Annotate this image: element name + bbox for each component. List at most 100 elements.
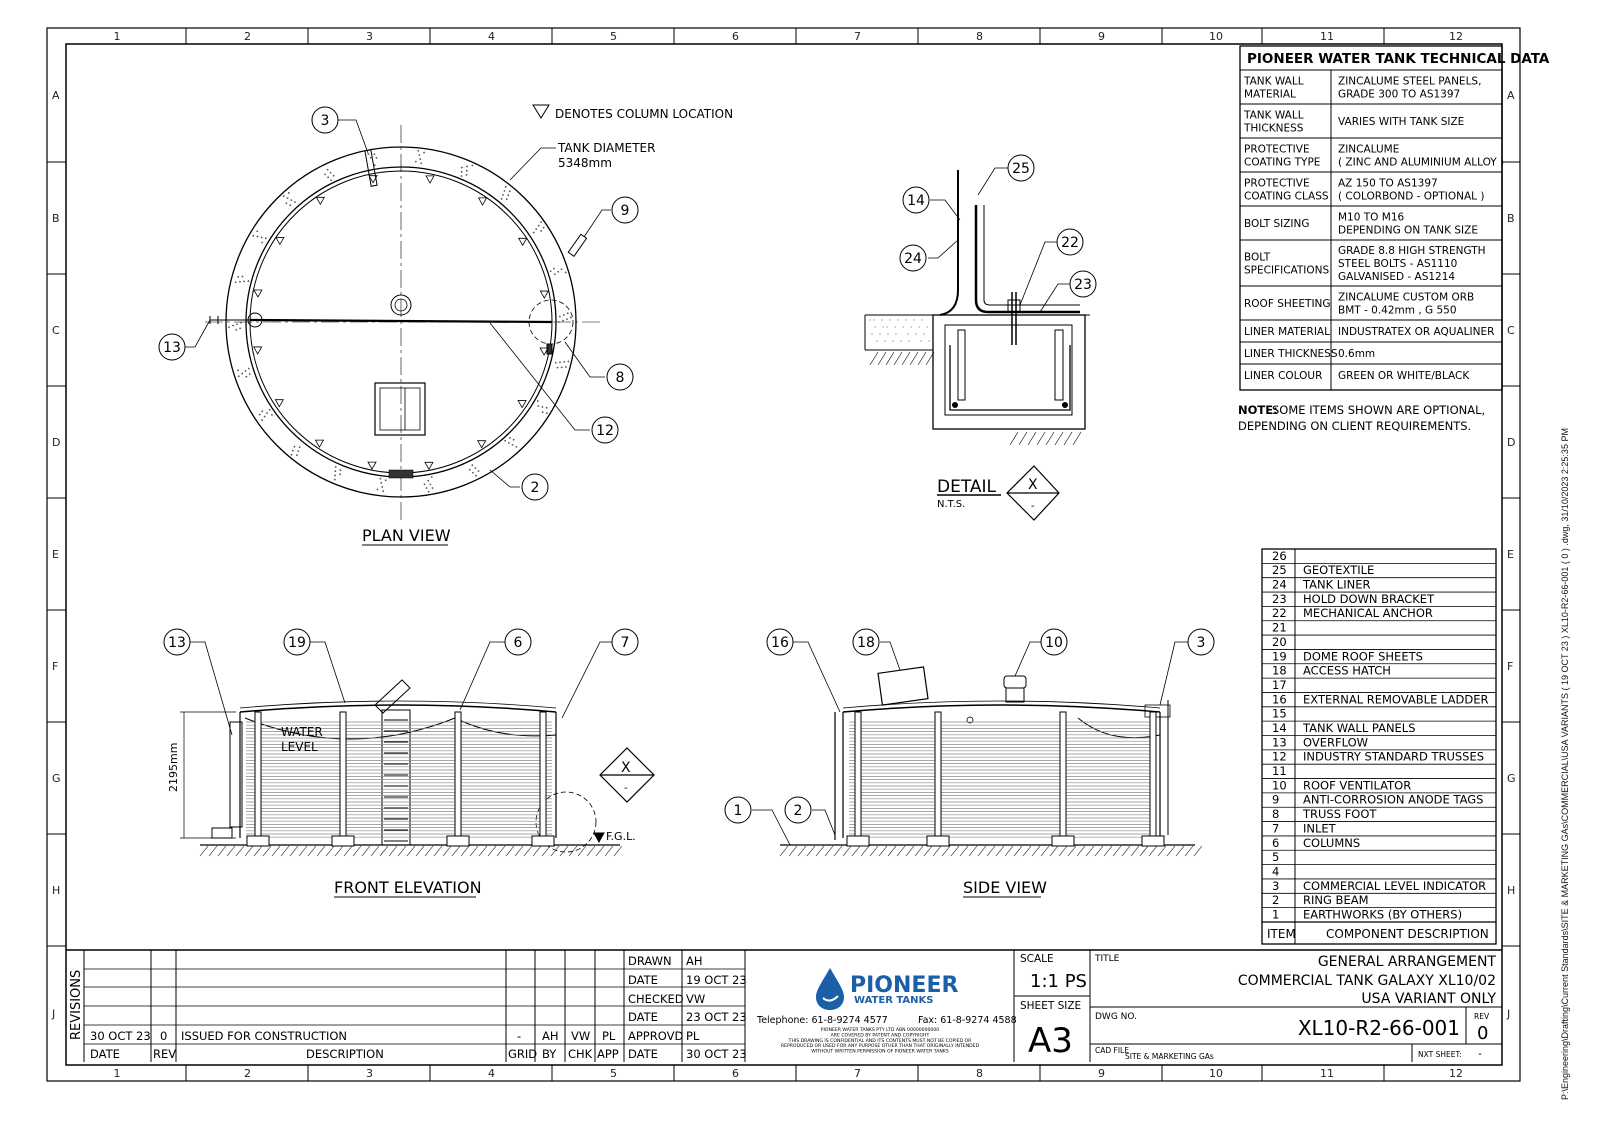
tech-key: TANK WALL <box>1243 110 1304 122</box>
front-detail-mark-letter: X <box>621 760 631 776</box>
company-phone: Telephone: 61-8-9274 4577 <box>756 1015 888 1026</box>
grid-col-label-bottom: 3 <box>366 1067 373 1080</box>
sheet-size-value: A3 <box>1028 1021 1073 1061</box>
revision-row-lines <box>84 968 745 1045</box>
tech-key: TANK WALL <box>1243 76 1304 88</box>
tech-value: 0.6mm <box>1338 348 1375 360</box>
grid-col-label-top: 6 <box>732 30 739 43</box>
grid-row-label-right: C <box>1507 324 1515 337</box>
tech-key: LINER MATERIAL <box>1244 326 1330 338</box>
tech-table-frame <box>1239 45 1503 391</box>
callout-circle <box>311 106 339 134</box>
logo-drop-icon <box>816 968 844 1010</box>
grid-col-label-top: 1 <box>114 30 121 43</box>
tech-value: VARIES WITH TANK SIZE <box>1338 116 1464 128</box>
fine-print-line: ARE COVERED BY PATENT AND COPYRIGHT <box>831 1032 930 1038</box>
component-item-number: 18 <box>1272 664 1287 678</box>
column-legend-triangle <box>532 104 550 119</box>
component-item-number: 3 <box>1272 879 1279 893</box>
company-fine-print: PIONEER WATER TANKS PTY LTD ABN 00000000… <box>781 1027 980 1055</box>
component-description: RING BEAM <box>1303 893 1369 907</box>
grid-col-label-bottom: 12 <box>1449 1067 1463 1080</box>
tech-value: ZINCALUME STEEL PANELS, <box>1338 76 1481 88</box>
callout-circle <box>158 333 186 361</box>
grid-col-label-top: 2 <box>244 30 251 43</box>
tech-value: ( COLORBOND - OPTIONAL ) <box>1338 191 1484 203</box>
fine-print-line: REPRODUCED OR USED FOR ANY PURPOSE OTHER… <box>781 1043 980 1049</box>
rev-head-chk: CHK <box>568 1047 593 1061</box>
grid-row-label-left: D <box>52 436 60 449</box>
grid-col-label-bottom: 8 <box>976 1067 983 1080</box>
callout-number: 22 <box>1061 235 1079 251</box>
front-detail-marker <box>599 747 655 803</box>
side-wall-corrugation <box>849 721 1156 838</box>
detail-title: DETAIL <box>937 477 997 497</box>
component-item-number: 24 <box>1272 578 1287 592</box>
component-item-number: 10 <box>1272 778 1287 792</box>
grid-col-label-bottom: 5 <box>610 1067 617 1080</box>
component-item-number: 19 <box>1272 649 1287 663</box>
callout-circle <box>784 796 812 824</box>
callout-circle <box>766 628 794 656</box>
callout-number: 19 <box>288 635 306 651</box>
tech-key: ROOF SHEETING <box>1244 298 1331 310</box>
tech-note-line-2: DEPENDING ON CLIENT REQUIREMENTS. <box>1238 419 1471 433</box>
callout-number: 9 <box>621 203 630 219</box>
component-header-item: ITEM <box>1267 927 1296 941</box>
tech-value: DEPENDING ON TANK SIZE <box>1338 225 1478 237</box>
tech-value: M10 TO M16 <box>1338 212 1405 224</box>
side-view-title: SIDE VIEW <box>963 878 1047 897</box>
grid-col-label-top: 8 <box>976 30 983 43</box>
signoff-approved-value: PL <box>686 1029 700 1043</box>
callout-circle <box>521 473 549 501</box>
grid-col-label-bottom: 6 <box>732 1067 739 1080</box>
rev-row-by: AH <box>542 1029 559 1043</box>
callout-number: 3 <box>321 113 330 129</box>
grid-col-label-bottom: 10 <box>1209 1067 1223 1080</box>
signoff-date1-value: 19 OCT 23 <box>686 973 747 987</box>
signoff-date3-value: 30 OCT 23 <box>686 1047 747 1061</box>
component-description: MECHANICAL ANCHOR <box>1303 606 1433 620</box>
tech-key: MATERIAL <box>1244 89 1296 101</box>
detail-leaders <box>928 167 1070 313</box>
grid-col-label-top: 12 <box>1449 30 1463 43</box>
tech-table-row-lines <box>1240 103 1502 365</box>
inner-frame <box>65 43 1503 1066</box>
signoff-approved-label: APPROVD <box>628 1029 683 1043</box>
grid-row-label-left: H <box>52 884 60 897</box>
grid-row-label-left: G <box>52 772 61 785</box>
tank-diameter-label: TANK DIAMETER <box>557 141 655 155</box>
callout-number: 3 <box>1197 635 1206 651</box>
grid-row-label-right: F <box>1507 660 1513 673</box>
component-item-number: 23 <box>1272 592 1287 606</box>
component-item-number: 1 <box>1272 908 1279 922</box>
grid-row-label-left: F <box>52 660 58 673</box>
grid-ticks <box>47 28 1520 1081</box>
signoff-drawn-value: AH <box>686 954 703 968</box>
callout-circle <box>611 628 639 656</box>
tech-value: ZINCALUME <box>1338 144 1399 156</box>
column-location-note: DENOTES COLUMN LOCATION <box>555 107 733 121</box>
component-item-number: 5 <box>1272 850 1279 864</box>
callout-circle <box>283 628 311 656</box>
fine-print-line: THIS DRAWING IS CONFIDENTIAL AND ITS CON… <box>788 1038 972 1044</box>
component-description: COLUMNS <box>1303 836 1360 850</box>
signoff-checked-value: VW <box>686 992 705 1006</box>
plan-hatch-opening <box>374 382 426 436</box>
component-description: EXTERNAL REMOVABLE LADDER <box>1303 692 1489 706</box>
next-sheet-label: NXT SHEET: <box>1418 1050 1462 1059</box>
rev-label: REV <box>1474 1012 1490 1021</box>
scale-value: 1:1 PS <box>1030 971 1087 992</box>
component-description: ANTI-CORROSION ANODE TAGS <box>1303 793 1483 807</box>
callout-circle <box>1056 228 1084 256</box>
rev-head-app: APP <box>597 1047 619 1061</box>
sheet-size-label: SHEET SIZE <box>1020 1000 1081 1012</box>
component-item-number: 17 <box>1272 678 1287 692</box>
callout-number: 25 <box>1012 161 1030 177</box>
callout-number: 6 <box>514 635 523 651</box>
title-line-3: USA VARIANT ONLY <box>1361 991 1496 1007</box>
front-elevation-title: FRONT ELEVATION <box>334 878 482 897</box>
component-description: INLET <box>1303 821 1337 835</box>
component-item-number: 14 <box>1272 721 1287 735</box>
